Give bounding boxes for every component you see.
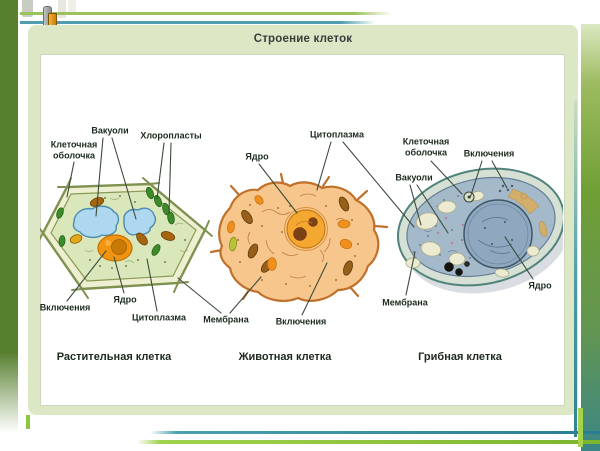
label-plant-cytoplasm: Цитоплазма bbox=[132, 312, 186, 323]
bottom-teal-rule bbox=[150, 431, 600, 434]
label-plant-inclusions: Включения bbox=[39, 302, 91, 313]
animal-cell-illustration bbox=[209, 172, 389, 302]
plant-inclusion-shape bbox=[69, 234, 83, 244]
left-accent-bar bbox=[0, 0, 18, 451]
label-plant-vacuoles: Вакуоли bbox=[91, 125, 129, 136]
fungal-dark-granules-shape bbox=[444, 261, 470, 276]
right-accent-bar bbox=[581, 24, 600, 451]
fungal-inclusions-shape bbox=[463, 184, 514, 203]
plant-vacuoles-shape bbox=[72, 205, 157, 239]
animal-organelles-shape bbox=[227, 195, 353, 271]
animal-green-organelle-shape bbox=[229, 236, 237, 252]
label-fungal-membrane: Мембрана bbox=[382, 297, 428, 308]
label-fungal-nucleus: Ядро bbox=[528, 280, 552, 291]
top-teal-rule bbox=[20, 21, 376, 24]
caption-plant-cell: Растительная клетка bbox=[56, 351, 172, 363]
label-plant-chloroplasts: Хлоропласты bbox=[140, 130, 202, 141]
label-plant-nucleus: Ядро bbox=[113, 294, 137, 305]
leader-lines bbox=[66, 137, 534, 316]
slide-title: Строение клеток bbox=[253, 33, 353, 45]
label-fungal-inclusions: Включения bbox=[463, 148, 515, 159]
fungal-vacuoles-shape bbox=[405, 191, 540, 278]
right-teal-rule bbox=[574, 100, 577, 437]
bottom-green-rule bbox=[137, 440, 600, 444]
plant-nucleus-shape bbox=[97, 234, 133, 262]
plant-mitochondria-shape bbox=[89, 197, 176, 246]
corner-motif-block bbox=[68, 0, 76, 12]
caption-animal-cell: Животная клетка bbox=[238, 351, 332, 363]
plant-cell-illustration bbox=[40, 177, 213, 299]
label-membrane-shared: Мембрана bbox=[203, 314, 249, 325]
cells-diagram bbox=[40, 137, 563, 316]
label-animal-nucleus: Ядро bbox=[245, 151, 269, 162]
fungal-nucleus-shape bbox=[463, 199, 533, 269]
corner-motif-block bbox=[22, 0, 33, 17]
corner-motif-block bbox=[58, 0, 66, 18]
label-animal-inclusions: Включения bbox=[275, 316, 327, 327]
bottom-left-tick bbox=[26, 415, 30, 429]
bottom-right-tick bbox=[578, 408, 583, 447]
label-fungal-vacuoles: Вакуоли bbox=[395, 172, 433, 183]
caption-fungal-cell: Грибная клетка bbox=[418, 351, 502, 363]
label-cytoplasm-shared: Цитоплазма bbox=[310, 129, 364, 140]
label-plant-cell-wall: Клеточная оболочка bbox=[50, 139, 98, 160]
fungal-cell-illustration bbox=[396, 167, 563, 294]
top-green-rule bbox=[20, 12, 392, 15]
animal-nucleus-shape bbox=[284, 207, 328, 251]
label-fungal-cell-wall: Клеточная оболочка bbox=[402, 136, 450, 157]
fungal-tan-patches-shape bbox=[507, 188, 548, 238]
